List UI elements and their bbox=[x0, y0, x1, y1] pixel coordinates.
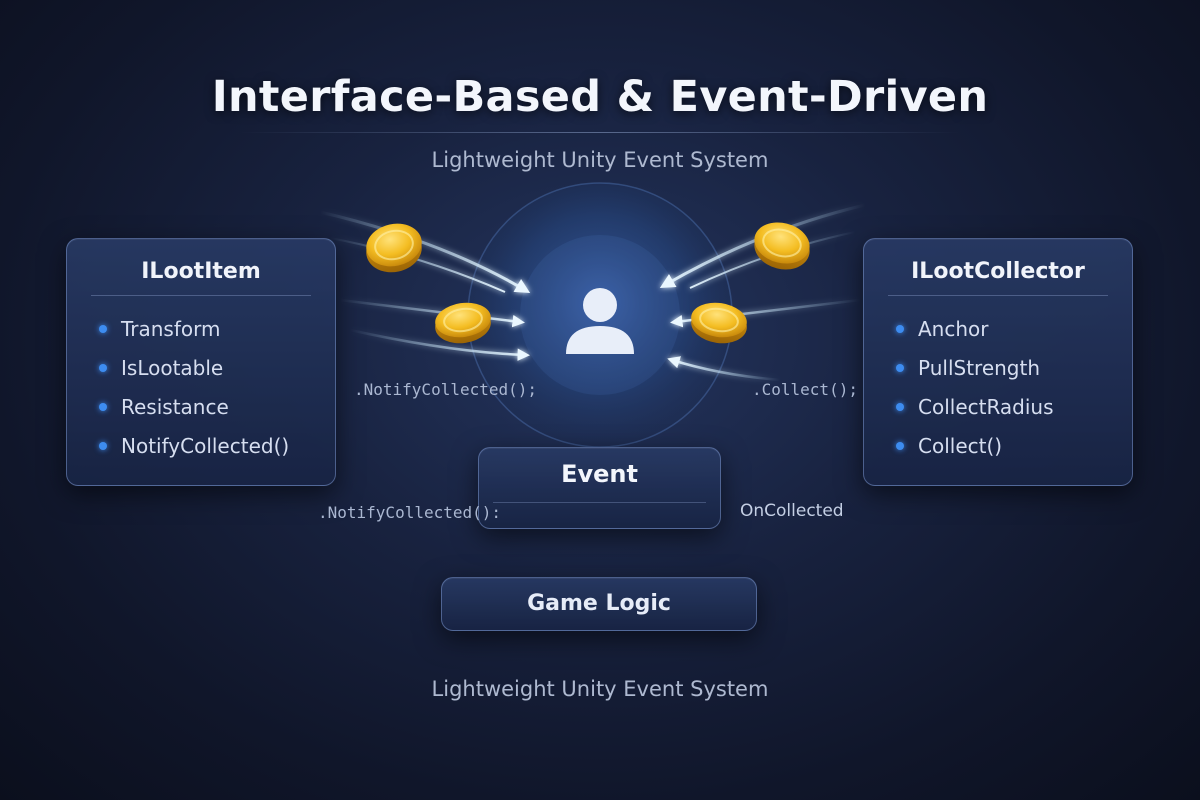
event-divider bbox=[493, 502, 706, 503]
incoming-trails-left bbox=[319, 210, 531, 361]
bullet-icon bbox=[896, 403, 904, 411]
notify-collected-label: .NotifyCollected(); bbox=[354, 380, 538, 399]
list-item: IsLootable bbox=[97, 356, 289, 395]
user-icon bbox=[566, 288, 634, 354]
list-item: NotifyCollected() bbox=[97, 434, 289, 473]
bullet-icon bbox=[99, 325, 107, 333]
member-label: Anchor bbox=[918, 317, 989, 341]
member-label: NotifyCollected() bbox=[121, 434, 290, 458]
notify-collected-event-label: .NotifyCollected(): bbox=[318, 503, 502, 522]
member-label: Transform bbox=[121, 317, 221, 341]
bullet-icon bbox=[896, 325, 904, 333]
title-divider bbox=[240, 132, 960, 133]
member-label: PullStrength bbox=[918, 356, 1041, 380]
coin-icon bbox=[435, 302, 491, 344]
game-logic-box: Game Logic bbox=[441, 577, 757, 631]
member-list: Transform IsLootable Resistance NotifyCo… bbox=[97, 317, 289, 473]
bullet-icon bbox=[896, 442, 904, 450]
member-list: Anchor PullStrength CollectRadius Collec… bbox=[894, 317, 1054, 473]
list-item: Collect() bbox=[894, 434, 1054, 473]
on-collected-label: OnCollected bbox=[740, 501, 844, 521]
member-label: Collect() bbox=[918, 434, 1003, 458]
coin-icon bbox=[754, 222, 810, 270]
panel-divider bbox=[888, 295, 1108, 296]
bullet-icon bbox=[99, 442, 107, 450]
member-label: IsLootable bbox=[121, 356, 224, 380]
panel-title: ILootCollector bbox=[911, 259, 1085, 284]
list-item: PullStrength bbox=[894, 356, 1054, 395]
member-label: CollectRadius bbox=[918, 395, 1054, 419]
event-box: Event bbox=[478, 447, 721, 529]
coin-icon bbox=[691, 302, 747, 344]
game-logic-title: Game Logic bbox=[527, 591, 671, 616]
list-item: Transform bbox=[97, 317, 289, 356]
member-label: Resistance bbox=[121, 395, 229, 419]
list-item: CollectRadius bbox=[894, 395, 1054, 434]
bullet-icon bbox=[896, 364, 904, 372]
loot-collector-panel: ILootCollector Anchor PullStrength Colle… bbox=[863, 238, 1133, 486]
panel-divider bbox=[91, 295, 311, 296]
loot-item-panel: ILootItem Transform IsLootable Resistanc… bbox=[66, 238, 336, 486]
panel-title: ILootItem bbox=[141, 259, 261, 284]
event-title: Event bbox=[561, 460, 638, 488]
bullet-icon bbox=[99, 403, 107, 411]
coin-icon bbox=[366, 223, 422, 273]
page-subtitle: Lightweight Unity Event System bbox=[431, 148, 769, 172]
list-item: Anchor bbox=[894, 317, 1054, 356]
collect-label: .Collect(); bbox=[752, 380, 858, 399]
page-footer: Lightweight Unity Event System bbox=[431, 677, 769, 701]
bullet-icon bbox=[99, 364, 107, 372]
list-item: Resistance bbox=[97, 395, 289, 434]
page-title: Interface-Based & Event-Driven bbox=[211, 72, 989, 122]
